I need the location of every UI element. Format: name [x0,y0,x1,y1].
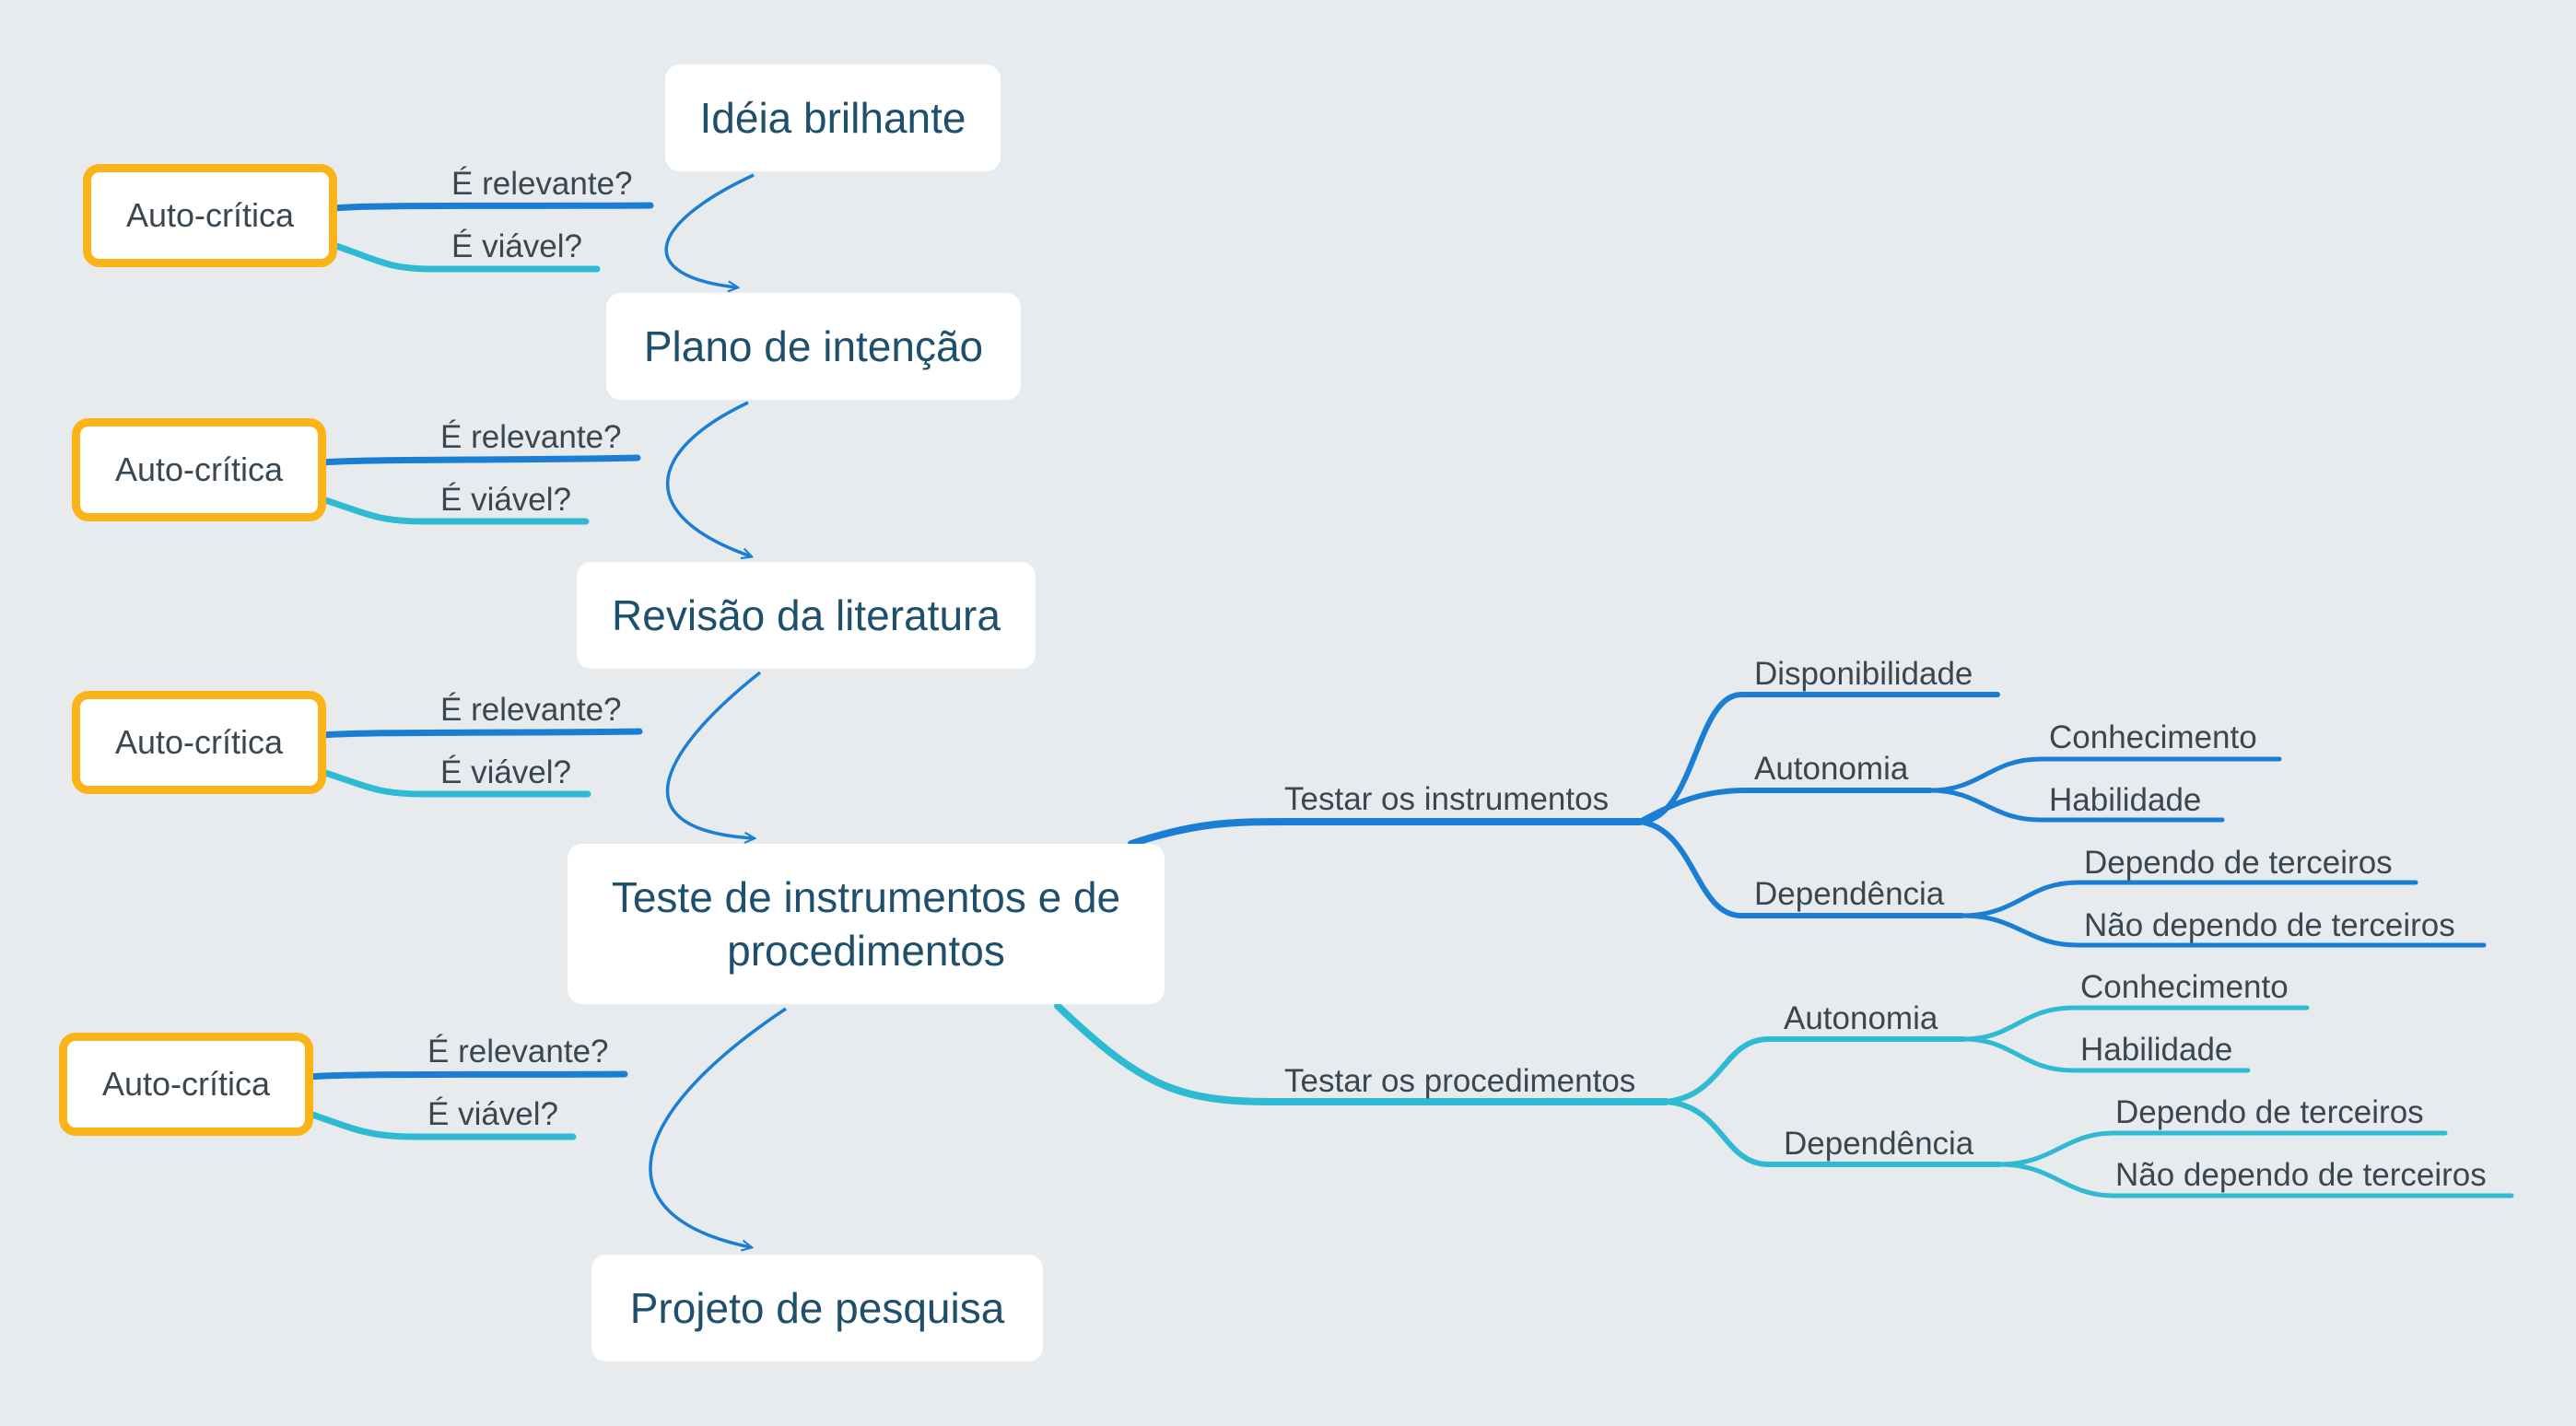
instr-dependencia-branch [1637,819,1965,918]
proc-conhecimento-label[interactable]: Conhecimento [2080,969,2289,1005]
instr-nao-dependo-label[interactable]: Não dependo de terceiros [2084,907,2455,943]
auto-critica-label: Auto-crítica [101,1065,271,1103]
auto-critica-box-4[interactable]: Auto-crítica [59,1033,313,1136]
proc-conhecimento-branch [1961,1005,2310,1042]
proc-autonomia-branch [1663,1036,1967,1105]
instr-habilidade-branch [1927,788,2225,823]
node-teste-line-2: procedimentos [727,927,1005,975]
proc-dependencia-label[interactable]: Dependência [1784,1126,1974,1162]
critica4-relevante-branch [306,1070,628,1081]
instr-conhecimento-label[interactable]: Conhecimento [2049,719,2257,755]
proc-dependo-branch [1996,1130,2448,1167]
proc-nao-dependo-label[interactable]: Não dependo de terceiros [2115,1157,2487,1193]
node-ideia-brilhante[interactable]: Idéia brilhante [665,64,1001,171]
node-projeto-de-pesquisa[interactable]: Projeto de pesquisa [591,1255,1043,1362]
critica2-relevante-label[interactable]: É relevante? [440,419,622,455]
proc-habilidade-branch [1961,1036,2251,1073]
proc-autonomia-label[interactable]: Autonomia [1784,1000,1938,1036]
instrumentos-branch [1128,818,1644,847]
instr-habilidade-label[interactable]: Habilidade [2049,782,2202,818]
instr-nao-dependo-branch [1960,913,2487,948]
auto-critica-label: Auto-crítica [114,723,284,761]
instr-autonomia-branch [1637,788,1933,824]
instr-conhecimento-branch [1927,756,2282,793]
critica4-viavel-branch [306,1110,577,1140]
critica2-viavel-label[interactable]: É viável? [440,482,572,518]
critica1-viavel-label[interactable]: É viável? [451,228,583,264]
auto-critica-label: Auto-crítica [114,450,284,488]
auto-critica-box-2[interactable]: Auto-crítica [72,418,326,521]
testar-instrumentos-label[interactable]: Testar os instrumentos [1284,781,1610,817]
instr-autonomia-label[interactable]: Autonomia [1754,751,1909,787]
instr-disponibilidade-label[interactable]: Disponibilidade [1754,656,1973,692]
flow-arrow-revisao-teste [665,671,762,838]
disponibilidade-branch [1637,692,2000,824]
critica2-viavel-branch [319,496,590,525]
critica3-viavel-label[interactable]: É viável? [440,754,572,790]
critica2-relevante-branch [319,454,641,466]
auto-critica-label: Auto-crítica [125,196,295,234]
node-projeto-de-pesquisa-label: Projeto de pesquisa [629,1284,1005,1332]
node-ideia-brilhante-label: Idéia brilhante [699,94,966,142]
proc-nao-dependo-branch [1996,1162,2514,1198]
critica1-relevante-label[interactable]: É relevante? [451,166,633,202]
critica4-viavel-label[interactable]: É viável? [427,1096,559,1132]
proc-dependo-label[interactable]: Dependo de terceiros [2115,1094,2424,1130]
proc-habilidade-label[interactable]: Habilidade [2080,1032,2233,1068]
flow-arrow-teste-projeto [649,1007,787,1247]
instr-dependencia-label[interactable]: Dependência [1754,876,1945,912]
testar-procedimentos-label[interactable]: Testar os procedimentos [1284,1063,1636,1099]
critica3-viavel-branch [319,768,591,798]
procedimentos-branch [1054,1002,1669,1105]
critica3-relevante-branch [319,728,643,739]
proc-dependencia-branch [1663,1099,2002,1167]
critica1-viavel-branch [330,241,601,273]
node-teste-line-1: Teste de instrumentos e de [611,873,1121,921]
instr-dependo-branch [1960,880,2418,918]
critica1-relevante-branch [330,202,654,212]
node-plano-de-intencao-label: Plano de intenção [643,322,984,370]
critica3-relevante-label[interactable]: É relevante? [440,692,622,728]
instr-dependo-label[interactable]: Dependo de terceiros [2084,845,2393,881]
node-teste-de-instrumentos[interactable]: Teste de instrumentos e de procedimentos [568,844,1165,1004]
critica4-relevante-label[interactable]: É relevante? [427,1034,609,1070]
auto-critica-box-1[interactable]: Auto-crítica [83,164,337,267]
node-plano-de-intencao[interactable]: Plano de intenção [606,293,1021,400]
node-revisao-da-literatura-label: Revisão da literatura [612,591,1001,639]
flow-arrow-ideia-plano [664,173,755,287]
flow-arrow-plano-revisao [665,401,751,556]
auto-critica-box-3[interactable]: Auto-crítica [72,691,326,794]
node-revisao-da-literatura[interactable]: Revisão da literatura [577,562,1036,669]
